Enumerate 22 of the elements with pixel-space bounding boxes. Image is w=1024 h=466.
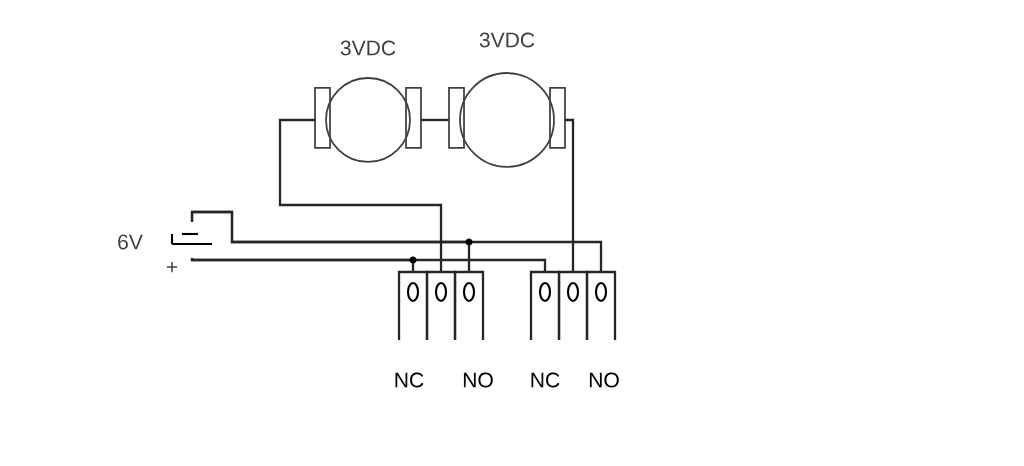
component-label: + <box>166 261 178 273</box>
switch-terminal <box>453 270 485 340</box>
switch-terminal <box>397 270 429 340</box>
battery-symbol <box>170 232 212 246</box>
wire <box>190 257 547 273</box>
component-label: 3VDC <box>479 32 535 48</box>
component-label: 6V <box>118 234 143 250</box>
component-label: 3VDC <box>340 40 396 56</box>
wire <box>190 210 603 273</box>
terminal-label: NO <box>589 372 619 388</box>
terminal-label: NO <box>463 372 493 388</box>
motor-drawing <box>448 72 566 168</box>
switch-terminal <box>557 270 589 340</box>
switch-terminal <box>585 270 617 340</box>
switch-terminal <box>529 270 561 340</box>
wire <box>565 118 575 273</box>
terminal-label: NC <box>395 372 424 388</box>
terminal-label: NC <box>531 372 560 388</box>
wire <box>278 118 443 273</box>
wire <box>421 118 449 122</box>
motor-drawing <box>314 77 422 163</box>
switch-terminal <box>425 270 457 340</box>
